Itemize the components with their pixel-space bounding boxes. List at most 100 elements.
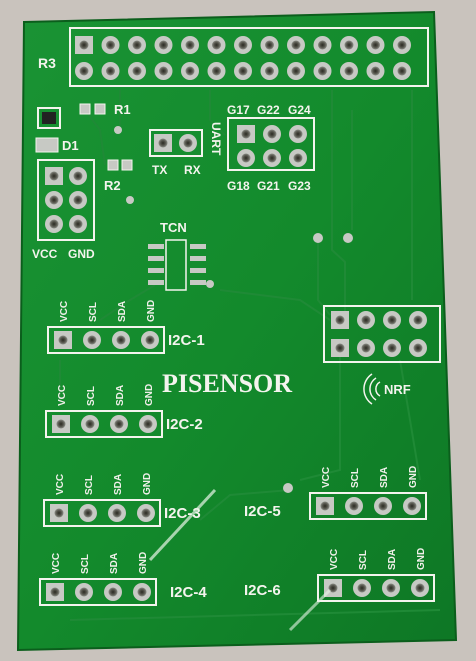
pin-label: GND [142, 473, 153, 495]
pad-hole [54, 508, 64, 518]
label-uart: UART [209, 122, 223, 156]
pad-hole [318, 66, 327, 76]
pin-label: SDA [379, 467, 390, 488]
pad-hole [387, 343, 397, 353]
pad-hole [106, 40, 115, 50]
pad-hole [238, 66, 248, 76]
nrf-logo-text: NRF [384, 382, 411, 397]
pad-hole [357, 583, 367, 593]
uart-header: TX RX UART [149, 122, 223, 177]
i2c-connector: VCC SCL SDA GND I2C-3 [43, 473, 201, 527]
pin-label: SCL [86, 386, 97, 406]
pin-label: SDA [113, 474, 124, 495]
pad-hole [183, 138, 193, 148]
pad-hole [56, 419, 66, 429]
board-title: PISENSOR [162, 369, 292, 398]
pad-hole [79, 66, 89, 76]
pad-hole [50, 587, 60, 597]
pad-hole [335, 343, 345, 353]
pad-hole [185, 66, 195, 76]
pad-hole [212, 66, 221, 76]
pad-hole [371, 66, 380, 76]
pin-label: SDA [109, 553, 120, 574]
pad-hole [335, 315, 345, 325]
pad-hole [318, 40, 327, 50]
label-r1: R1 [114, 102, 131, 117]
pin-label: GND [408, 466, 419, 488]
pin-label: GND [146, 300, 157, 322]
power-header: VCC GND [32, 159, 95, 261]
pad-hole [361, 343, 371, 353]
pad-hole [159, 40, 168, 50]
pad-hole [79, 40, 89, 50]
pad-hole [73, 171, 83, 181]
pad-hole [49, 219, 59, 229]
pad-hole [137, 587, 147, 597]
pad-hole [265, 66, 274, 76]
i2c-label: I2C-3 [164, 505, 201, 522]
pad-hole [87, 335, 97, 345]
gpio-block: G17 G22 G24 G18 G21 G23 [227, 103, 315, 193]
glare [288, 588, 332, 632]
pin-label: SCL [84, 475, 95, 495]
nrf-header [323, 305, 441, 363]
pin-label: VCC [59, 301, 70, 322]
pad-hole [378, 501, 388, 511]
label-vcc-top: VCC [32, 247, 58, 261]
pad-hole [145, 335, 155, 345]
pad-hole [241, 129, 251, 139]
pin-label: SCL [80, 554, 91, 574]
pad-hole [361, 315, 371, 325]
pin-label: SCL [88, 302, 99, 322]
i2c-label: I2C-6 [244, 582, 281, 599]
i2c-label: I2C-1 [168, 332, 205, 349]
pad-hole [132, 66, 142, 76]
pad-hole [112, 508, 122, 518]
pin-label: SCL [358, 550, 369, 570]
pad-hole [320, 501, 330, 511]
pad-hole [407, 501, 417, 511]
label-g23: G23 [288, 179, 311, 193]
pad-hole [58, 335, 68, 345]
pin-label: VCC [57, 385, 68, 406]
pad-hole [387, 315, 397, 325]
pad-hole [413, 315, 423, 325]
pin-label: VCC [321, 467, 332, 488]
copper-traces [59, 90, 441, 621]
label-rx: RX [184, 163, 201, 177]
misc-pads [45, 125, 427, 357]
pad-hole [344, 66, 354, 76]
pad-hole [291, 66, 301, 76]
pad-hole [185, 40, 195, 50]
pcb-board [16, 10, 458, 652]
pad-hole [328, 583, 338, 593]
pad-hole [241, 153, 251, 163]
resistors: R1 R2 [79, 102, 133, 193]
label-g21: G21 [257, 179, 280, 193]
i2c-label: I2C-4 [170, 584, 207, 601]
pad-hole [415, 583, 425, 593]
label-r2: R2 [104, 178, 121, 193]
pad-hole [141, 508, 151, 518]
pad-hole [212, 40, 221, 50]
r3-d1-area: R3 D1 [35, 55, 79, 153]
label-g18: G18 [227, 179, 250, 193]
pad-hole [293, 129, 303, 139]
pad-hole [49, 195, 59, 205]
pad-hole [114, 419, 124, 429]
pin-label: SDA [115, 385, 126, 406]
pad-hole [293, 153, 303, 163]
pin-label: VCC [55, 474, 66, 495]
pin-label: GND [416, 548, 427, 570]
label-tcn: TCN [160, 220, 187, 235]
label-r3: R3 [38, 55, 56, 71]
pad-hole [79, 587, 89, 597]
pad-hole [132, 40, 142, 50]
pad-hole [267, 153, 277, 163]
pad-hole [143, 419, 153, 429]
pad-hole [397, 66, 407, 76]
